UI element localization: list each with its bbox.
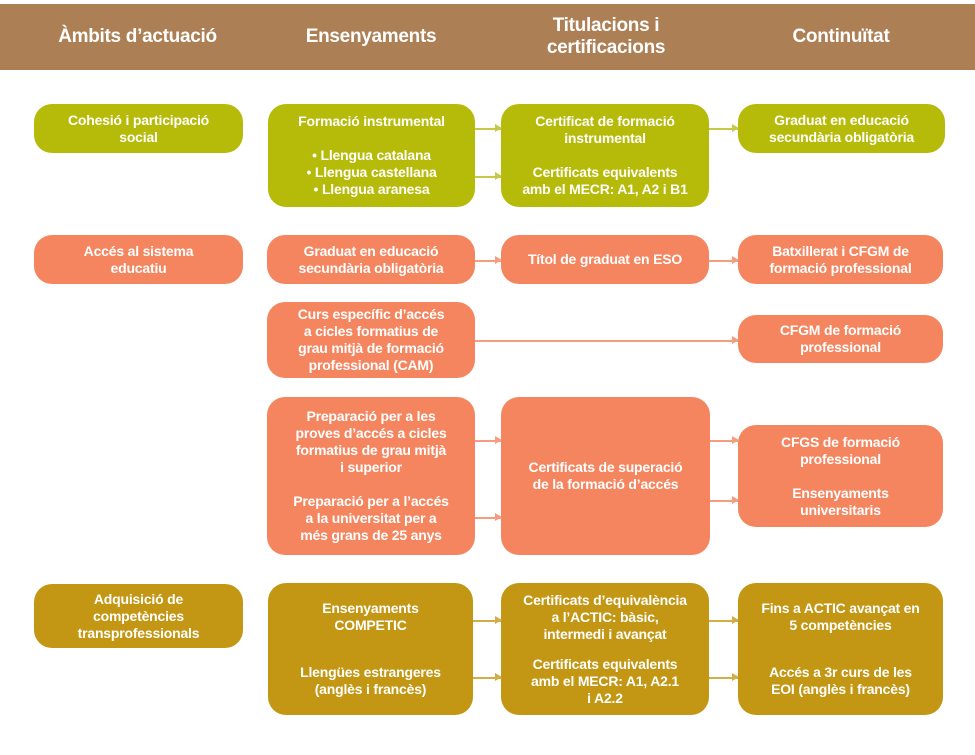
titulacio-actic-mecr: Certificats d’equivalència a l’ACTIC: bà…	[501, 583, 709, 715]
header-titulacions: Titulacions i certificacions	[546, 15, 666, 58]
box-text: CFGS de formació professional	[781, 433, 900, 467]
ambit-competencies: Adquisició de competències transprofessi…	[34, 584, 243, 648]
header-continuitat: Continuïtat	[792, 26, 890, 47]
header-ambits: Àmbits d’actuació	[58, 26, 217, 47]
arrow	[473, 617, 502, 623]
box-text: • Llengua catalana • Llengua castellana …	[306, 147, 437, 197]
continuitat-actic-eoi: Fins a ACTIC avançat en 5 competències A…	[738, 583, 943, 715]
box-text: Curs específic d’accés a cicles formatiu…	[297, 306, 445, 373]
box-text: Accés a 3r curs de les EOI (anglès i fra…	[769, 664, 912, 697]
ambit-label: Accés al sistema educatiu	[83, 242, 194, 276]
box-text: Ensenyaments COMPETIC	[322, 600, 419, 633]
box-text: Certificats equivalents amb el MECR: A1,…	[522, 164, 688, 197]
box-text: Certificat de formació instrumental	[535, 113, 675, 146]
continuitat-cfgs-universitat: CFGS de formació professional Ensenyamen…	[738, 425, 943, 527]
box-text: Fins a ACTIC avançat en 5 competències	[761, 600, 920, 633]
continuitat-cfgm: CFGM de formació professional	[738, 315, 943, 363]
arrow	[710, 437, 739, 443]
header-ensenyaments: Ensenyaments	[305, 26, 437, 47]
arrow	[710, 497, 739, 503]
titulacio-certificat-instrumental: Certificat de formació instrumental Cert…	[501, 104, 709, 207]
titulacio-graduat-eso: Títol de graduat en ESO	[501, 235, 709, 284]
arrow	[473, 674, 502, 680]
arrow	[709, 617, 739, 623]
continuitat-batxillerat: Batxillerat i CFGM de formació professio…	[738, 235, 943, 284]
box-text: Ensenyaments universitaris	[792, 484, 889, 518]
ensenyament-graduat-eso: Graduat en educació secundària obligatòr…	[267, 235, 475, 284]
box-text: Preparació per a l’accés a la universita…	[293, 493, 449, 543]
ensenyament-preparacio-proves: Preparació per a les proves d’accés a ci…	[267, 397, 475, 555]
box-text: Certificats d’equivalència a l’ACTIC: bà…	[523, 591, 687, 642]
arrow	[475, 514, 502, 520]
continuitat-graduat-eso: Graduat en educació secundària obligatòr…	[738, 104, 945, 153]
box-text: Certificats equivalents amb el MECR: A1,…	[530, 655, 680, 706]
ensenyament-formacio-instrumental: Formació instrumental • Llengua catalana…	[268, 104, 475, 207]
box-text: Llengües estrangeres (anglès i francès)	[300, 664, 441, 697]
box-text: CFGM de formació professional	[779, 322, 902, 355]
box-text: Certificats de superació de la formació …	[528, 459, 683, 492]
arrow	[475, 337, 739, 343]
arrow	[709, 257, 739, 263]
arrow	[475, 257, 502, 263]
ambit-label: Adquisició de competències transprofessi…	[77, 590, 200, 641]
ensenyament-competic-llengues: Ensenyaments COMPETIC Llengües estranger…	[268, 583, 473, 715]
box-text: Graduat en educació secundària obligatòr…	[769, 111, 914, 145]
box-text: Formació instrumental	[298, 113, 445, 129]
ensenyament-cam: Curs específic d’accés a cicles formatiu…	[267, 302, 475, 378]
arrow	[475, 125, 502, 131]
box-text: Títol de graduat en ESO	[527, 251, 683, 267]
arrow	[475, 173, 502, 179]
arrow	[709, 125, 739, 131]
header-bar	[0, 4, 975, 70]
arrow	[709, 674, 739, 680]
arrow	[475, 437, 502, 443]
ambit-cohesio: Cohesió i participació social	[34, 104, 243, 153]
ambit-label: Cohesió i participació social	[67, 111, 210, 145]
box-text: Batxillerat i CFGM de formació professio…	[769, 242, 912, 276]
box-text: Preparació per a les proves d’accés a ci…	[295, 408, 447, 475]
ambit-acces: Accés al sistema educatiu	[34, 235, 243, 284]
box-text: Graduat en educació secundària obligatòr…	[298, 242, 444, 276]
titulacio-superacio-acces: Certificats de superació de la formació …	[501, 397, 710, 555]
